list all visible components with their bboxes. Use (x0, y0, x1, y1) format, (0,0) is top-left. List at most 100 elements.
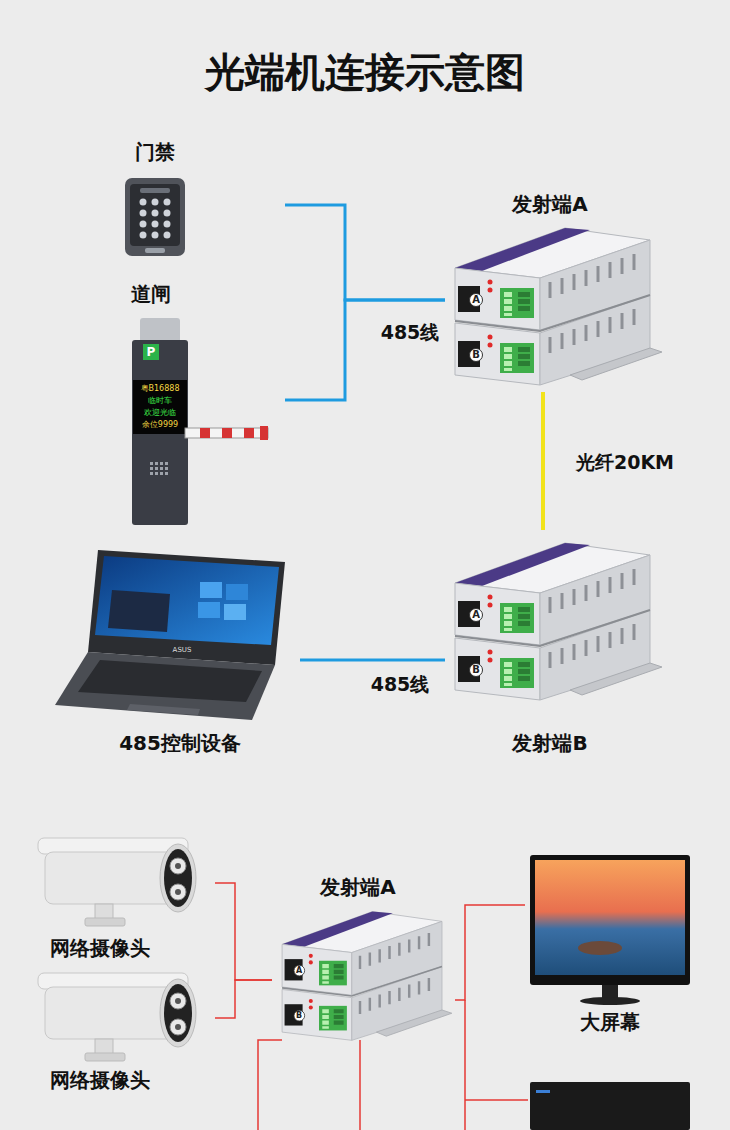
barrier-gate-art (160, 467, 163, 470)
camera-art (38, 973, 196, 1061)
barrier-gate-art (150, 472, 153, 475)
camera-art (85, 918, 125, 926)
barrier-gate-art (260, 426, 268, 440)
barrier-gate-art (155, 472, 158, 475)
access-reader-art (140, 221, 147, 228)
access-reader-art (125, 178, 185, 256)
barrier-gate-art (132, 340, 188, 525)
connector-group (215, 205, 543, 1018)
access-reader-art (164, 199, 171, 206)
port-label: A (472, 295, 480, 305)
monitor-art (602, 985, 618, 999)
node-label: 网络摄像头 (50, 936, 150, 960)
camera-art (170, 858, 186, 874)
connector-line (285, 205, 445, 300)
camera-art (175, 889, 181, 895)
network-camera: 网络摄像头 (30, 962, 215, 1092)
monitor-art (578, 941, 622, 955)
access-reader: 门禁 (115, 140, 285, 258)
laptop-art (108, 590, 170, 632)
access-reader-art (125, 178, 185, 256)
led-display-text: 余位9999 (142, 421, 178, 429)
connector-line (215, 980, 272, 1018)
camera-art (45, 987, 175, 1039)
laptop-art (226, 584, 248, 600)
connector-line (541, 392, 545, 530)
camera-art (170, 993, 186, 1009)
barrier-gate-art (155, 467, 158, 470)
edge-label: 光纤20KM (573, 450, 677, 474)
recorder-art (530, 1082, 690, 1130)
camera-art (175, 863, 181, 869)
access-reader-art (140, 199, 147, 206)
display-screen: 大屏幕 (525, 850, 695, 1034)
barrier-gate-art (165, 472, 168, 475)
access-reader-art (140, 188, 170, 193)
access-reader-art (140, 199, 171, 239)
node-label: 485控制设备 (119, 731, 241, 755)
led-display-text: 粤B16888 (141, 385, 180, 393)
camera-art (170, 1019, 186, 1035)
edge-label: 485线 (368, 672, 433, 696)
connector-line (300, 659, 445, 662)
node-label: 网络摄像头 (50, 1068, 150, 1092)
access-reader-art (152, 232, 159, 239)
monitor-art (580, 997, 640, 1005)
laptop-art (55, 550, 285, 720)
monitor-art (530, 855, 690, 985)
camera-art (38, 838, 196, 926)
access-reader-art (164, 232, 171, 239)
camera-art (164, 849, 192, 907)
barrier-gate: 道闸 (120, 282, 285, 528)
access-reader-art (152, 210, 159, 217)
node-label: 发射端A (512, 192, 587, 216)
network-camera: 网络摄像头 (30, 830, 215, 960)
camera-art (164, 984, 192, 1042)
barrier-gate-art (150, 462, 153, 465)
fiber-transceiver: 发射端A (445, 192, 665, 392)
laptop-art (95, 556, 279, 645)
port-label: A (296, 967, 302, 975)
access-reader-art (145, 248, 165, 253)
signal-wire (258, 1000, 528, 1130)
port-label: B (472, 350, 480, 360)
access-reader-art (130, 184, 180, 246)
camera-art (170, 884, 186, 900)
barrier-gate-art (165, 462, 168, 465)
access-reader-art (152, 199, 159, 206)
barrier-gate-art (155, 462, 158, 465)
barrier-gate-art (160, 462, 163, 465)
laptop-art (88, 550, 285, 665)
node-label: 门禁 (135, 140, 175, 164)
node-label: 发射端B (512, 731, 587, 755)
barrier-gate-art (200, 428, 254, 438)
camera-art (45, 852, 175, 904)
node-label: 发射端A (320, 875, 395, 899)
laptop-art (198, 602, 220, 618)
camera-art (175, 998, 181, 1004)
camera-art (175, 1024, 181, 1030)
laptop-art (55, 652, 275, 720)
barrier-gate-art (150, 462, 168, 475)
access-reader-art (152, 221, 159, 228)
monitor-art (535, 860, 685, 975)
access-reader-art (164, 210, 171, 217)
brand-mark: ASUS (173, 647, 192, 654)
barrier-gate-art (185, 428, 268, 438)
port-label: A (472, 610, 480, 620)
led-display-text: 欢迎光临 (144, 409, 176, 417)
diagram-title: 光端机连接示意图 (0, 44, 730, 100)
camera-art (160, 979, 196, 1047)
laptop-art (200, 582, 222, 598)
monitor-art (530, 855, 690, 1005)
connector-line (455, 905, 525, 1000)
recorder-art (536, 1090, 550, 1093)
port-label: B (296, 1012, 302, 1020)
transceiver-art (282, 912, 452, 1041)
barrier-gate-art (133, 380, 187, 434)
